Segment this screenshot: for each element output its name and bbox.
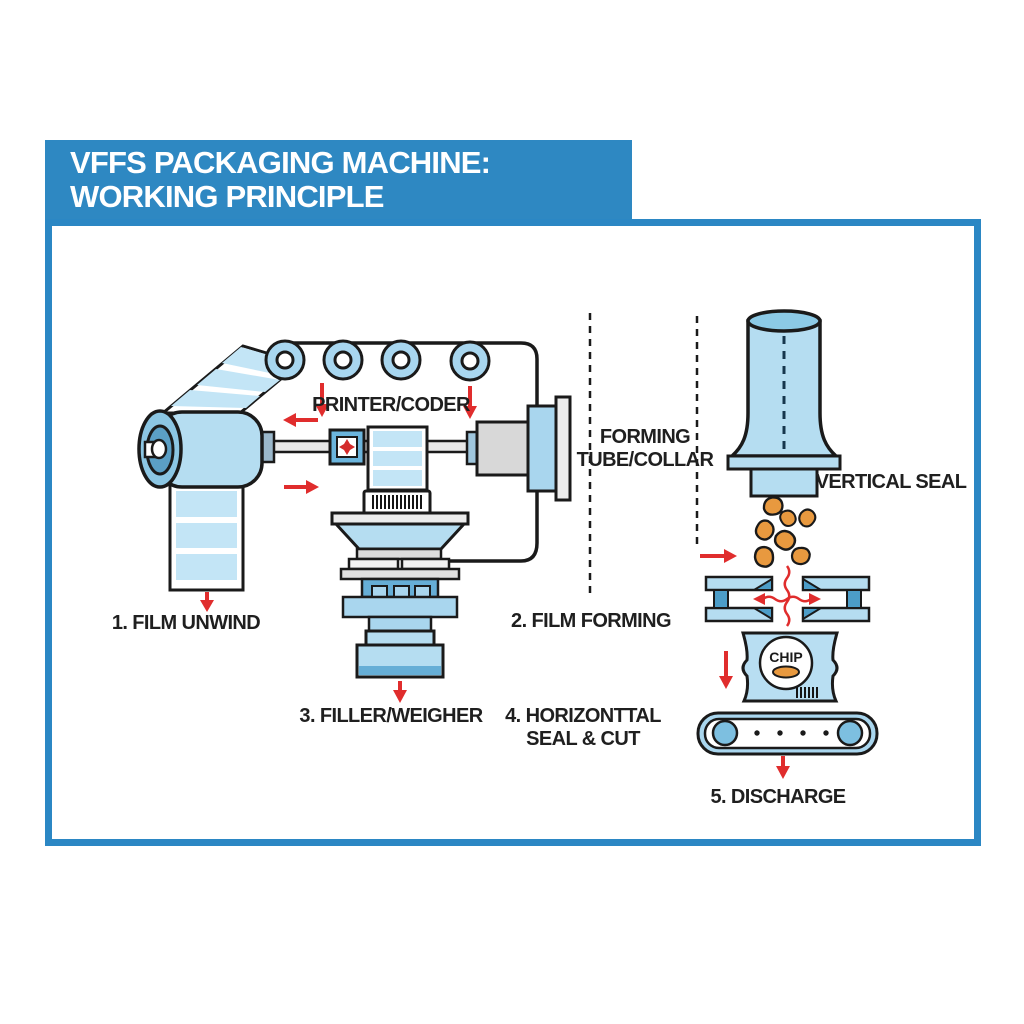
label-step-2-film-forming: 2. FILM FORMING — [511, 610, 671, 632]
page-title-line-1: VFFS PACKAGING MACHINE: — [70, 145, 491, 180]
bag-chip-icon — [772, 665, 800, 679]
barcode-label — [362, 489, 432, 516]
label-vertical-seal: VERTICAL SEAL — [815, 471, 967, 493]
label-step-4-line1: 4. HORIZONTTAL — [505, 705, 661, 727]
flow-arrow-down-icon — [463, 386, 477, 419]
flow-arrow-down-icon — [393, 681, 407, 703]
label-step-4-line2: SEAL & CUT — [526, 728, 640, 750]
flow-arrow-down-icon — [719, 651, 733, 689]
label-forming-tube-line1: FORMING — [599, 426, 691, 448]
seal-zigzag — [753, 565, 821, 627]
forming-tube — [726, 309, 842, 498]
bag-barcode — [795, 687, 819, 698]
idler-roller — [322, 339, 364, 381]
label-forming-tube: FORMING TUBE/COLLAR — [577, 426, 714, 472]
chip-bag: CHIP — [740, 631, 840, 703]
label-step-1-film-unwind: 1. FILM UNWIND — [111, 612, 261, 634]
discharge-conveyor — [696, 711, 879, 756]
label-printer-coder: PRINTER/CODER — [312, 394, 470, 416]
idler-roller — [264, 339, 306, 381]
label-step-4-horizontal-seal-cut: 4. HORIZONTTAL SEAL & CUT — [505, 705, 661, 751]
label-forming-tube-line2: TUBE/COLLAR — [576, 449, 714, 471]
idler-rollers — [264, 339, 491, 382]
label-step-5-discharge: 5. DISCHARGE — [710, 786, 846, 808]
bag-brand-text: CHIP — [769, 649, 802, 665]
page-title-line-2: WORKING PRINCIPLE — [70, 179, 384, 214]
product-chips — [750, 494, 820, 571]
flow-arrow-right-icon — [284, 480, 319, 494]
flow-arrow-down-icon — [200, 592, 214, 612]
title-banner: VFFS PACKAGING MACHINE: WORKING PRINCIPL… — [45, 140, 632, 219]
drive-motor-unit — [465, 395, 572, 502]
filler-weigher-machine — [330, 489, 470, 679]
printed-film-strip — [366, 425, 429, 492]
bag-logo-circle: CHIP — [758, 635, 814, 691]
label-step-3-filler-weigher: 3. FILLER/WEIGHER — [299, 705, 483, 727]
film-unwind-roll — [137, 409, 276, 489]
idler-roller — [449, 340, 491, 382]
horizontal-seal-jaws — [704, 575, 871, 623]
flow-arrow-right-icon — [700, 549, 737, 563]
flow-arrow-down-icon — [776, 756, 790, 779]
idler-roller — [380, 339, 422, 381]
printer-cross-icon — [339, 439, 355, 455]
flow-arrow-down-icon — [315, 383, 329, 417]
flow-arrow-left-icon — [283, 413, 318, 427]
unwound-film-strip — [168, 483, 245, 592]
printer-coder-device — [328, 428, 366, 466]
guide-dashed-lines — [588, 313, 699, 597]
flow-arrows — [200, 383, 790, 779]
